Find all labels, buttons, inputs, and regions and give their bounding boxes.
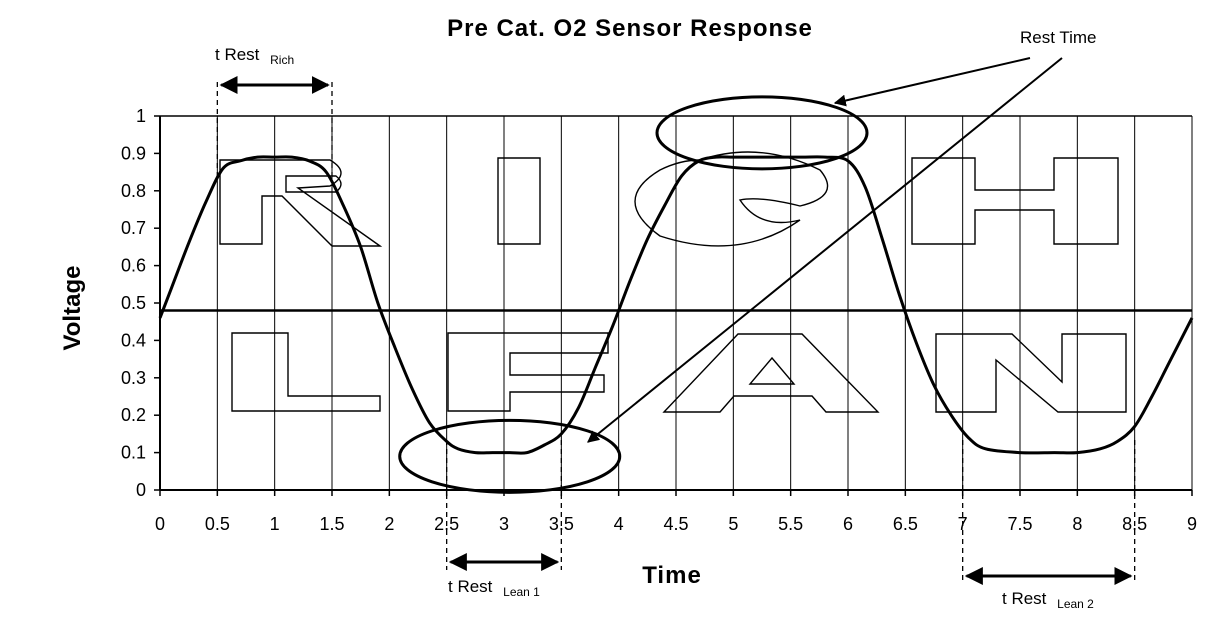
y-tick-label: 1	[136, 106, 146, 126]
y-tick-label: 0.1	[121, 443, 146, 463]
x-tick-label: 4.5	[663, 514, 688, 534]
y-tick-label: 0.2	[121, 405, 146, 425]
rest-time-arrow-lean	[587, 57, 1063, 443]
x-tick-label: 3	[499, 514, 509, 534]
letter-outline-e	[447, 332, 609, 412]
rest-rich-label: t Rest Rich	[215, 45, 294, 67]
annotation-rest-lean-2: t Rest Lean 2	[962, 440, 1136, 611]
rest-lean-1-label: t Rest Lean 1	[448, 577, 540, 599]
y-tick-label: 0.9	[121, 143, 146, 163]
annotation-rest-rich: t Rest Rich	[215, 45, 333, 176]
x-tick-label: 4	[614, 514, 624, 534]
rest-lean-2-label: t Rest Lean 2	[1002, 589, 1094, 611]
y-tick-label: 0.8	[121, 181, 146, 201]
letter-outline-h	[911, 157, 1119, 245]
x-tick-label: 5.5	[778, 514, 803, 534]
x-tick-label: 0.5	[205, 514, 230, 534]
x-tick-label: 9	[1187, 514, 1197, 534]
letter-outline-l	[231, 332, 381, 412]
letter-outline-n	[935, 333, 1127, 413]
y-tick-label: 0.7	[121, 218, 146, 238]
y-tick-label: 0.6	[121, 256, 146, 276]
grid	[216, 116, 1193, 490]
x-tick-label: 0	[155, 514, 165, 534]
rest-oval-lean	[398, 418, 622, 494]
series-group	[158, 155, 1194, 455]
x-tick-label: 1	[270, 514, 280, 534]
x-tick-label: 6	[843, 514, 853, 534]
letter-outline-i	[497, 157, 541, 245]
x-tick-label: 6.5	[893, 514, 918, 534]
rest-ovals	[398, 95, 869, 494]
rest-time-label: Rest Time	[1020, 28, 1097, 47]
y-tick-label: 0.5	[121, 293, 146, 313]
rest-time-arrow-rich	[833, 57, 1031, 107]
y-tick-label: 0.4	[121, 330, 146, 350]
x-tick-label: 5	[728, 514, 738, 534]
y-tick-label: 0.3	[121, 368, 146, 388]
x-tick-label: 2	[384, 514, 394, 534]
letter-outline-c	[634, 151, 829, 247]
annotation-rest-time: Rest Time	[587, 28, 1097, 443]
letter-outline-a	[662, 333, 880, 413]
x-tick-label: 7.5	[1007, 514, 1032, 534]
x-tick-label: 1.5	[319, 514, 344, 534]
y-axis-label: Voltage	[59, 266, 86, 351]
rich-lean-letters	[219, 151, 1127, 413]
x-axis-label: Time	[642, 562, 702, 589]
sensor-voltage-line	[158, 155, 1194, 455]
chart-title: Pre Cat. O2 Sensor Response	[447, 15, 813, 42]
x-tick-label: 8	[1072, 514, 1082, 534]
y-tick-label: 0	[136, 480, 146, 500]
annotation-rest-lean-1: t Rest Lean 1	[446, 440, 562, 599]
rest-oval-rich	[655, 95, 869, 171]
